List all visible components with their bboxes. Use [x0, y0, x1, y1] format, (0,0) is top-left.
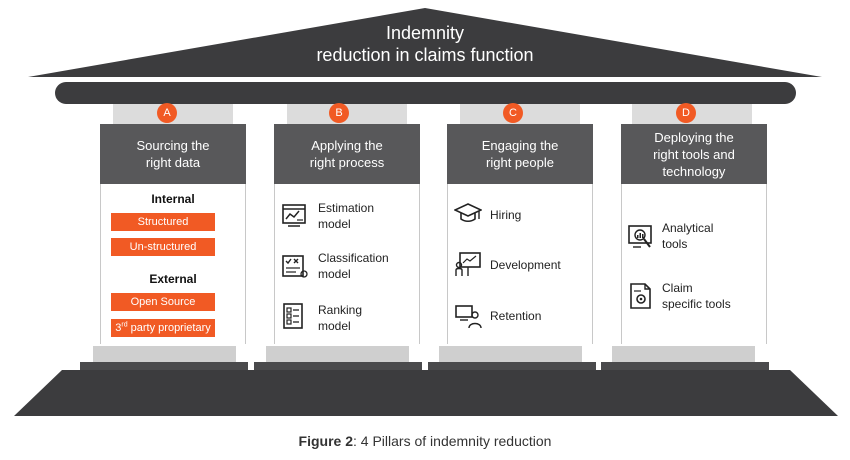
document-gear-icon: [630, 283, 651, 309]
base: [14, 370, 838, 416]
foot-band-c: [428, 362, 596, 370]
roof-title: Indemnity reduction in claims function: [0, 22, 850, 66]
roof-title-line2: reduction in claims function: [316, 45, 534, 65]
pillar-d-body: [621, 184, 767, 344]
badge-c: C: [503, 103, 523, 123]
tag-third-party: 3rd party proprietary: [111, 319, 215, 337]
foot-band-a: [80, 362, 248, 370]
analytics-icon: [628, 225, 652, 248]
caption-label: Figure 2: [298, 433, 354, 449]
item-classification: Classification model: [318, 251, 389, 281]
pillar-a-title: Sourcing the right data: [100, 124, 246, 184]
ranking-icon: [283, 303, 303, 329]
person-laptop-icon: [455, 305, 482, 329]
estimation-icon: [282, 204, 306, 227]
pillar-b-title: Applying the right process: [274, 124, 420, 184]
foot-c: [439, 346, 582, 364]
item-claim-tools: Claim specific tools: [662, 281, 731, 311]
item-analytical-tools: Analytical tools: [662, 221, 714, 251]
tag-structured: Structured: [111, 213, 215, 231]
roof-title-line1: Indemnity: [385, 23, 465, 43]
item-development: Development: [490, 258, 561, 272]
badge-d: D: [676, 103, 696, 123]
pillar-c-title: Engaging the right people: [447, 124, 593, 184]
external-heading: External: [149, 272, 197, 286]
caption-text: : 4 Pillars of indemnity reduction: [353, 433, 552, 449]
classification-icon: [282, 255, 308, 278]
item-retention: Retention: [490, 309, 542, 323]
foot-band-b: [254, 362, 422, 370]
beam: [55, 82, 796, 104]
roof: [28, 8, 822, 77]
tag-open-source: Open Source: [111, 293, 215, 311]
presentation-icon: [455, 252, 481, 276]
pillar-a-body: [100, 184, 246, 344]
badge-b: B: [329, 103, 349, 123]
item-ranking: Ranking model: [318, 303, 363, 333]
figure-caption: Figure 2: 4 Pillars of indemnity reducti…: [0, 433, 850, 449]
item-hiring: Hiring: [490, 208, 522, 222]
pillar-d-title: Deploying the right tools and technology: [621, 124, 767, 184]
foot-d: [612, 346, 755, 364]
foot-b: [266, 346, 409, 364]
foot-a: [93, 346, 236, 364]
badge-a: A: [157, 103, 177, 123]
tag-unstructured: Un-structured: [111, 238, 215, 256]
item-estimation: Estimation model: [318, 201, 375, 231]
internal-heading: Internal: [151, 192, 195, 206]
graduation-cap-icon: [454, 203, 482, 223]
foot-band-d: [601, 362, 769, 370]
